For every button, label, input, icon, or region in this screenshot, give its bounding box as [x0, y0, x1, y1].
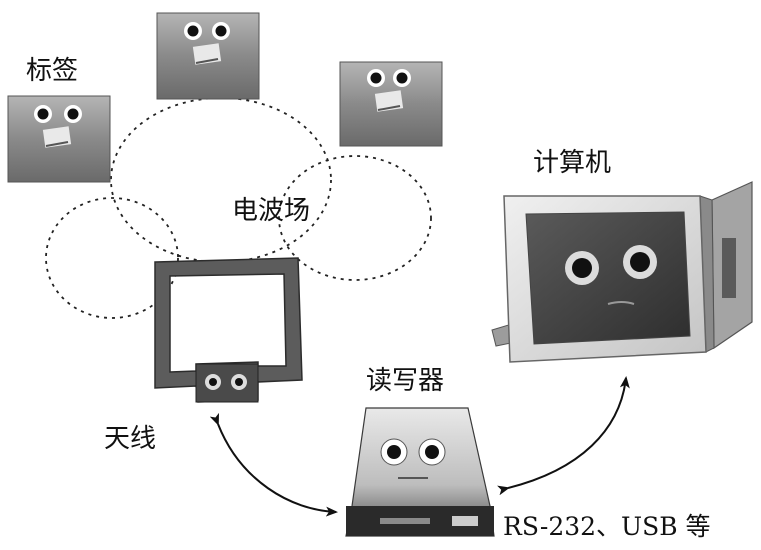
- field-ellipse-top: [110, 97, 332, 263]
- field-ellipse-right: [278, 155, 432, 281]
- reader-device-icon: [345, 407, 495, 537]
- field-ellipse-left: [45, 197, 179, 319]
- tag-label: 标签: [26, 56, 79, 86]
- tag-card-2: [156, 12, 260, 100]
- reader-computer-arrow: [497, 376, 630, 496]
- antenna-reader-arrow: [209, 412, 338, 517]
- rfid-tag-icon: [7, 12, 443, 183]
- computer-monitor-icon: [491, 181, 753, 363]
- computer-label: 计算机: [533, 148, 612, 178]
- reader-label: 读写器: [366, 366, 445, 396]
- antenna-icon: [154, 257, 303, 403]
- interface-label: RS-232、USB 等: [503, 512, 711, 541]
- antenna-label: 天线: [104, 424, 157, 454]
- field-label: 电波场: [232, 196, 311, 226]
- tag-card-1: [7, 95, 111, 183]
- radio-field: [45, 97, 432, 319]
- tag-card-3: [339, 61, 443, 147]
